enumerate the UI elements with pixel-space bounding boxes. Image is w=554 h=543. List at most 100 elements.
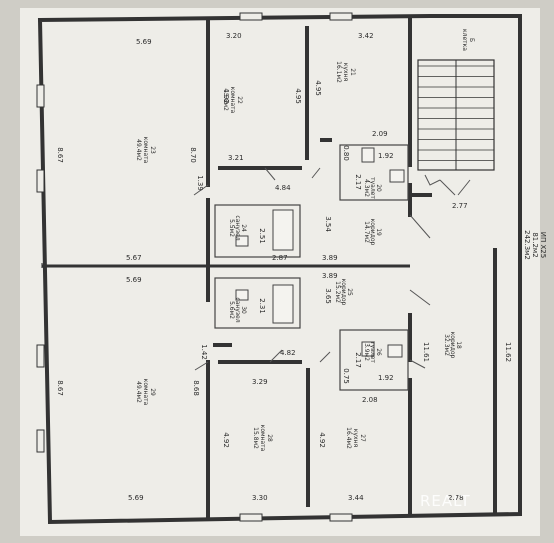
- door-swings: [193, 167, 471, 371]
- outer-walls: [36, 12, 522, 525]
- dim-r23-left: 8.67: [56, 147, 64, 163]
- dim-corr-upper-height: 3.54: [324, 216, 332, 232]
- room-area: 3.9м2: [363, 343, 370, 361]
- room-label-19: 19 коридор 14.7м2: [363, 219, 382, 246]
- room-name: комната: [229, 87, 236, 114]
- dim-r20-top: 2.09: [372, 130, 388, 138]
- room-name: коридор: [369, 219, 376, 246]
- room-name: кухня: [342, 63, 349, 82]
- room-label-22: 22 комната 15.8м2: [222, 87, 243, 114]
- room-label-24: 24 санузел 5.5м2: [228, 215, 247, 240]
- room-area: 15.2м2: [334, 281, 341, 303]
- room-number: 19: [375, 228, 382, 236]
- dim-r29-left: 8.67: [56, 380, 64, 396]
- room-label-27: 27 кухня 16.4м2: [345, 427, 366, 449]
- dim-r20-inner: 2.17: [354, 174, 362, 190]
- room-label-26: 26 туалет 3.9м2: [363, 341, 382, 363]
- room-area: 16.4м2: [345, 427, 352, 449]
- dim-r28-left: 4.92: [222, 432, 230, 448]
- dim-stair-width: 2.77: [452, 202, 468, 210]
- room-number: 23: [149, 146, 156, 154]
- room-name: комната: [142, 137, 149, 164]
- dim-r29-bottom: 5.69: [128, 494, 144, 502]
- summary-line1: ИП Х25: [539, 232, 547, 258]
- dim-r21-right: 4.95: [314, 80, 322, 96]
- room-area: 49.4м2: [135, 139, 142, 161]
- dim-r28-right: 4.92: [318, 432, 326, 448]
- room-number: 25: [346, 288, 353, 296]
- dim-lower-corr-small: 1.42: [200, 344, 208, 360]
- room-area: 15.8м2: [252, 427, 259, 449]
- dim-r27-bottom: 3.44: [348, 494, 364, 502]
- dim-stair-right-height: 11.62: [504, 342, 512, 362]
- interior-walls: [41, 18, 497, 520]
- dim-corr-lower-height: 3.65: [324, 288, 332, 304]
- dim-r22-right: 4.95: [294, 88, 302, 104]
- fixtures: [235, 147, 405, 358]
- room-number: 24: [240, 224, 247, 232]
- dim-r24-width: 2.87: [272, 254, 288, 262]
- summary-line2: 81.2м2: [531, 232, 539, 257]
- room-area: 16.1м2: [335, 61, 342, 83]
- room-number: 28: [266, 434, 273, 442]
- room-label-23: 23 комната 49.4м2: [135, 137, 156, 164]
- room-name: туалет: [369, 177, 376, 199]
- room-name: санузел: [234, 215, 241, 240]
- dim-r26-bottom: 2.08: [362, 396, 378, 404]
- room-name: комната: [142, 379, 149, 406]
- summary-label: ИП Х25 81.2м2 242.3м2: [523, 230, 547, 260]
- dim-r28-bottom: 3.30: [252, 494, 268, 502]
- room-name: коридор: [449, 332, 456, 359]
- dimension-labels: 5.69 3.20 3.21 3.42 2.09 4.84 2.87 3.89 …: [126, 32, 468, 502]
- dim-r24-height: 2.51: [258, 228, 266, 244]
- dim-corr-left: 1.39: [196, 175, 204, 191]
- dim-corridor-top: 4.84: [275, 184, 291, 192]
- room-area: 14.7м2: [363, 221, 370, 243]
- vertical-dimension-labels: 8.67 8.70 4.92 4.95 4.95 0.80 2.17 1.39 …: [56, 80, 512, 448]
- dim-r22-bottom: 3.21: [228, 154, 244, 162]
- room-number: Б: [468, 38, 475, 42]
- room-number: 29: [149, 388, 156, 396]
- room-label-25: 25 коридор 15.2м2: [334, 279, 353, 306]
- room-name: туалет: [369, 341, 376, 363]
- room-number: 20: [375, 184, 382, 192]
- summary-line3: 242.3м2: [523, 230, 531, 260]
- dim-r22-left: 4.92: [222, 88, 230, 104]
- room-name: комната: [259, 425, 266, 452]
- room-number: 22: [236, 96, 243, 104]
- room-name: клетка: [461, 29, 468, 51]
- room-number: 18: [455, 341, 462, 349]
- room-name: санузел: [234, 297, 241, 322]
- room-label-30: 30 санузел 5.6м2: [228, 297, 247, 322]
- dim-r23-right: 8.70: [189, 147, 197, 163]
- dim-corr-lower-right: 3.89: [322, 272, 338, 280]
- room-number: 21: [349, 68, 356, 76]
- dim-r20-right: 1.92: [378, 152, 394, 160]
- dim-r28-top: 3.29: [252, 378, 268, 386]
- dim-mid-left-width: 5.67: [126, 254, 142, 262]
- room-number: 26: [375, 348, 382, 356]
- room-label-21: 21 кухня 16.1м2: [335, 61, 356, 83]
- room-name: коридор: [340, 279, 347, 306]
- room-number: 27: [359, 434, 366, 442]
- dim-r26-inner: 2.17: [354, 352, 362, 368]
- dim-r21-top: 3.42: [358, 32, 374, 40]
- room-name: кухня: [352, 429, 359, 448]
- dim-corr18-height: 11.61: [422, 342, 430, 362]
- room-label-20: 20 туалет 4.3м2: [363, 177, 382, 199]
- dim-r23-top: 5.69: [136, 38, 152, 46]
- room-area: 32.3м2: [443, 334, 450, 356]
- room-label-28: 28 комната 15.8м2: [252, 425, 273, 452]
- room-area: 5.5м2: [228, 219, 235, 237]
- room-area: 49.4м2: [135, 381, 142, 403]
- dim-r26-left: 0.75: [342, 368, 350, 384]
- dim-lower-corr-width: 4.82: [280, 349, 296, 357]
- dim-r26-right: 1.92: [378, 374, 394, 382]
- dim-r22-top: 3.20: [226, 32, 242, 40]
- dim-bottom-right: 2.78: [448, 494, 464, 502]
- room-label-stair: Б клетка: [461, 29, 475, 51]
- room-label-29: 29 комната 49.4м2: [135, 379, 156, 406]
- dim-mid-left-width2: 5.69: [126, 276, 142, 284]
- dim-r20-left: 0.80: [342, 145, 350, 161]
